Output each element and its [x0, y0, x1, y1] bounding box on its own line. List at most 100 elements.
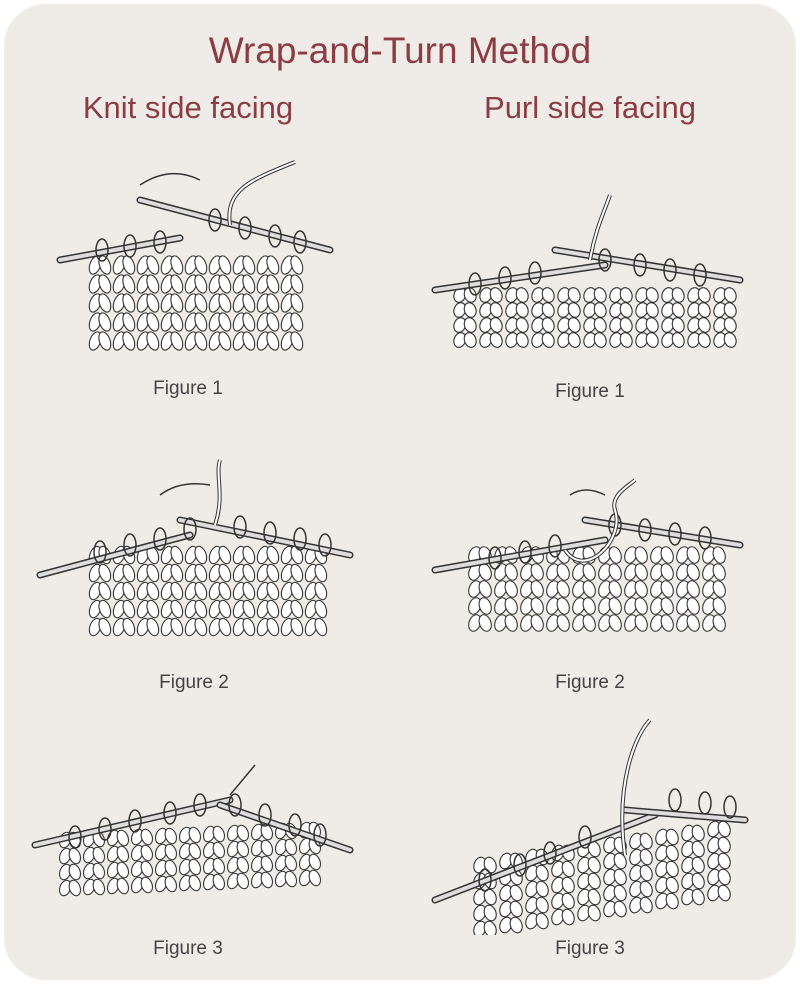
purl-figure-3-illustration: [431, 718, 749, 935]
stitch-loop-icon: [193, 793, 207, 817]
knit-stitch: [146, 599, 160, 619]
knit-stitch: [619, 287, 633, 303]
needle-highlight: [553, 248, 742, 282]
knit-stitch: [691, 840, 705, 858]
knit-stitch: [535, 912, 549, 930]
knit-stitch: [504, 597, 518, 615]
knit-stitch: [593, 287, 607, 303]
knit-stitch: [260, 871, 274, 889]
knit-stitch: [478, 614, 492, 632]
knit-stitch: [645, 302, 659, 318]
knit-stitch: [712, 597, 726, 615]
knit-stitch: [98, 617, 112, 637]
knit-stitch: [639, 896, 653, 914]
stitch-loop-icon: [668, 788, 682, 812]
knit-stitch: [619, 317, 633, 333]
stitch-loop-icon: [663, 258, 677, 282]
stitch-loop-icon: [543, 841, 557, 865]
knit-stitch: [645, 332, 659, 348]
knit-stitch: [146, 563, 160, 583]
knit-stitch: [164, 843, 178, 861]
knit-stitch: [98, 563, 112, 583]
knit-stitch: [561, 876, 575, 894]
knit-stitch: [146, 331, 160, 351]
knit-stitch: [290, 331, 304, 351]
knit-stitch: [290, 274, 304, 294]
knit-stitch: [122, 293, 136, 313]
knit-stitch: [170, 545, 184, 565]
knit-stitch: [613, 868, 627, 886]
arrow-icon: [569, 489, 606, 496]
knit-stitch: [98, 274, 112, 294]
knit-stitch: [146, 581, 160, 601]
knit-stitch: [489, 287, 503, 303]
knit-stitch: [314, 617, 328, 637]
purl-figure-3-caption: Figure 3: [555, 938, 625, 959]
knit-stitch: [541, 317, 555, 333]
knit-stitch: [116, 877, 130, 895]
stitch-loop-icon: [498, 266, 512, 290]
knit-stitch: [242, 293, 256, 313]
knit-stitch: [515, 317, 529, 333]
knit-stitch: [260, 823, 274, 841]
knit-stitch: [634, 597, 648, 615]
knit-stitch: [242, 312, 256, 332]
knit-stitch: [535, 896, 549, 914]
stitch-loop-icon: [693, 263, 707, 287]
stitch-loop-icon: [208, 208, 222, 232]
stitch-loop-icon: [638, 518, 652, 542]
knit-figure-2-caption: Figure 2: [159, 672, 229, 693]
knit-stitch: [242, 599, 256, 619]
knit-stitch: [290, 293, 304, 313]
knit-stitch: [665, 892, 679, 910]
knit-stitch: [691, 888, 705, 906]
knit-stitch: [194, 599, 208, 619]
knit-stitch: [266, 581, 280, 601]
knit-stitch: [567, 287, 581, 303]
yarn-highlight: [621, 719, 651, 856]
knit-stitch: [122, 312, 136, 332]
knit-stitch: [660, 580, 674, 598]
knit-stitch: [530, 614, 544, 632]
needle-highlight: [138, 198, 332, 252]
knit-stitch: [194, 563, 208, 583]
knit-stitch: [242, 581, 256, 601]
knit-stitch: [314, 581, 328, 601]
knit-stitch: [489, 317, 503, 333]
knit-stitch: [92, 846, 106, 864]
knit-stitch: [463, 302, 477, 318]
knit-stitch: [170, 312, 184, 332]
knit-stitch: [686, 580, 700, 598]
knit-stitch: [567, 317, 581, 333]
knit-stitch: [463, 332, 477, 348]
knit-stitch: [266, 255, 280, 275]
knit-stitch: [717, 836, 731, 854]
stitch-loop-icon: [668, 522, 682, 546]
stitch-loop-icon: [633, 253, 647, 277]
knit-stitch: [619, 302, 633, 318]
diagram-panel: [4, 4, 796, 980]
knit-stitch: [308, 869, 322, 887]
knit-stitch: [671, 317, 685, 333]
knit-stitch: [218, 581, 232, 601]
knit-figure-2-illustration: [36, 459, 354, 637]
knit-stitch: [146, 255, 160, 275]
knit-stitch: [712, 546, 726, 564]
knit-stitch: [593, 302, 607, 318]
yarn-highlight: [564, 479, 636, 562]
knit-stitch: [146, 312, 160, 332]
knit-stitch: [660, 597, 674, 615]
stitch-loop-icon: [468, 272, 482, 296]
purl-figure-2-illustration: [431, 478, 744, 632]
knit-stitch: [691, 824, 705, 842]
knit-stitch: [463, 317, 477, 333]
stitch-loop-icon: [153, 527, 167, 551]
knit-stitch: [218, 274, 232, 294]
knit-stitch: [567, 302, 581, 318]
knit-stitch: [515, 332, 529, 348]
knit-stitch: [504, 580, 518, 598]
knit-stitch: [194, 331, 208, 351]
needle-highlight: [218, 803, 352, 852]
knit-stitch: [98, 312, 112, 332]
knit-stitch: [194, 255, 208, 275]
